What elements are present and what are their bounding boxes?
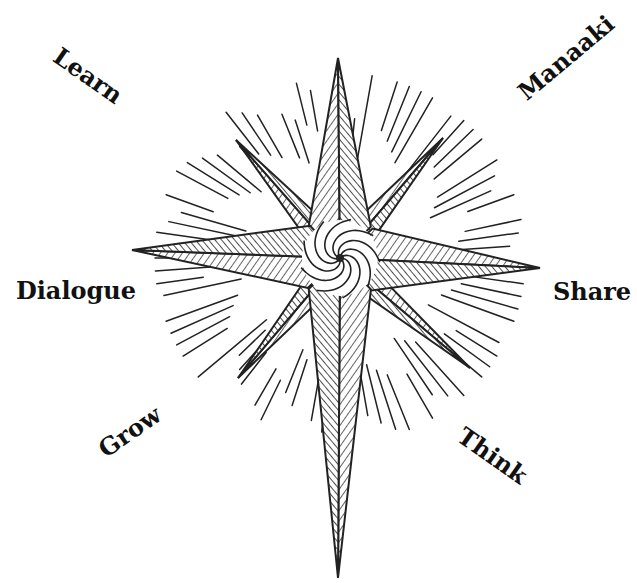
ray-line [430, 191, 490, 218]
ray-line [286, 350, 303, 393]
ray-line [181, 213, 245, 231]
ray-line [177, 171, 228, 198]
ray-line [387, 86, 409, 141]
ray-line [452, 290, 518, 309]
swirl-line [315, 221, 339, 263]
ray-line [282, 114, 300, 158]
swirl-center [336, 254, 344, 262]
star-swirl [301, 220, 380, 298]
ray-line [177, 317, 230, 345]
ray-line [171, 306, 233, 334]
star-point [309, 258, 340, 578]
keyword-label: Think [453, 424, 531, 489]
ray-line [155, 267, 210, 271]
ray-line [459, 233, 518, 241]
ray-line [387, 375, 409, 430]
ray-line [434, 139, 481, 179]
ray-line [468, 195, 514, 212]
ray-line [258, 115, 283, 157]
ray-line [296, 83, 306, 125]
ray-line [357, 76, 372, 163]
ray-line [166, 295, 237, 321]
keyword-label: Manaaki [514, 11, 619, 104]
ray-line [465, 220, 521, 232]
keyword-label: Grow [95, 402, 166, 462]
ray-line [416, 342, 464, 396]
ray-line [166, 195, 213, 212]
ray-line [292, 360, 307, 406]
ray-line [407, 374, 433, 418]
ray-line [310, 91, 317, 131]
keyword-label: Dialogue [16, 279, 136, 303]
ray-line [295, 120, 309, 163]
keyword-label: Learn [49, 44, 126, 108]
ray-line [471, 276, 523, 283]
swirl-line [304, 240, 340, 271]
ray-line [367, 365, 382, 423]
swirl-ground [302, 220, 378, 296]
ray-line [261, 380, 280, 420]
star-major-points [132, 58, 540, 578]
ray-line [169, 222, 236, 236]
ray-line [433, 121, 464, 155]
ray-line [157, 277, 204, 284]
keyword-label: Share [553, 280, 631, 304]
star-point [338, 258, 371, 578]
ray-line [461, 284, 521, 297]
ray-line [376, 370, 395, 429]
ray-line [456, 331, 497, 356]
swirl-line [342, 255, 360, 297]
ray-line [434, 129, 473, 167]
ray-line [255, 369, 276, 405]
ray-line [183, 328, 227, 356]
